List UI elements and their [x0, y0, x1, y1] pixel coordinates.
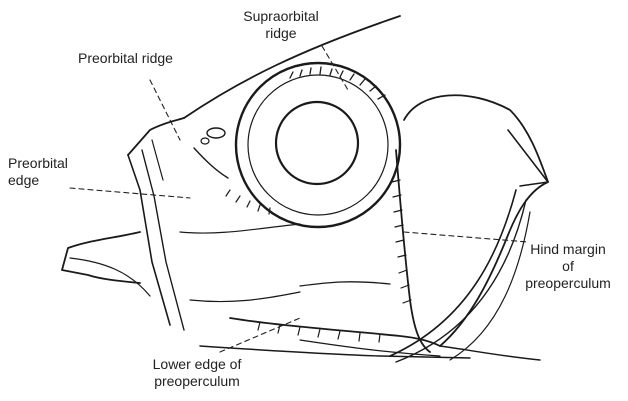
- gill-flap-1: [390, 190, 516, 356]
- label-supraorbital-line2: ridge: [226, 25, 336, 42]
- suborbital-serrations: [226, 190, 270, 214]
- label-preorbital-edge-line2: edge: [8, 172, 68, 189]
- snout-outline: [128, 118, 184, 155]
- label-preorbital-ridge: Preorbital ridge: [78, 50, 173, 67]
- lower-jaw-curve: [70, 258, 150, 296]
- nostril: [207, 128, 225, 138]
- lower-jaw: [62, 232, 140, 283]
- label-supraorbital-line1: Supraorbital: [226, 8, 336, 25]
- label-preorbital-edge: Preorbital edge: [8, 155, 68, 189]
- jaw-inner-2: [152, 140, 163, 180]
- label-preorbital-edge-line1: Preorbital: [8, 155, 68, 172]
- upper-jaw: [128, 155, 170, 325]
- eye-ring: [248, 75, 388, 215]
- label-hind-margin-line2: of: [512, 258, 624, 275]
- preopercle-inner: [300, 282, 390, 286]
- label-lower-edge: Lower edge of preoperculum: [132, 356, 262, 390]
- nostril-small: [201, 138, 209, 144]
- label-supraorbital-ridge: Supraorbital ridge: [226, 8, 336, 42]
- preorbital-ridge-line: [194, 148, 228, 178]
- operculum-spine: [508, 130, 548, 186]
- label-hind-margin-line3: preoperculum: [512, 275, 624, 292]
- leader-preorbital-edge: [70, 188, 190, 198]
- cheek-lower: [190, 292, 300, 302]
- leader-preorbital-ridge: [150, 80, 180, 140]
- label-lower-edge-line1: Lower edge of: [132, 356, 262, 373]
- preopercle-hind-margin: [396, 150, 430, 352]
- label-hind-margin: Hind margin of preoperculum: [512, 241, 624, 292]
- label-preorbital-ridge-text: Preorbital ridge: [78, 50, 173, 67]
- eye-pupil: [276, 102, 358, 184]
- eye-outer: [236, 63, 400, 227]
- label-lower-edge-line2: preoperculum: [132, 373, 262, 390]
- preopercle-lower-edge: [230, 318, 440, 346]
- operculum-outline: [404, 95, 548, 346]
- label-hind-margin-line1: Hind margin: [512, 241, 624, 258]
- cheek-line: [180, 224, 300, 233]
